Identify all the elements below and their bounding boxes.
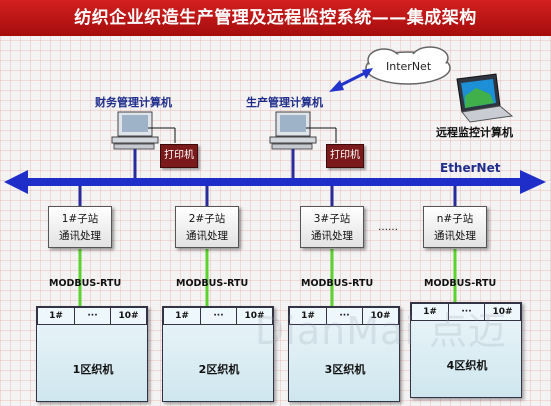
loom-slot-last: 10# <box>237 307 273 325</box>
watermark: DianMai 点迈 <box>255 309 507 353</box>
page-title: 纺织企业织造生产管理及远程监控系统——集成架构 <box>0 0 551 36</box>
more-stations-ellipsis: …… <box>378 222 398 233</box>
substation-name: n#子站 <box>436 213 474 225</box>
loom-slot-last: 10# <box>363 307 399 325</box>
substation-name: 2#子站 <box>188 213 226 225</box>
remote-pc-label: 远程监控计算机 <box>436 126 513 139</box>
protocol-label: MODBUS-RTU <box>49 278 122 289</box>
substation-function: 通讯处理 <box>59 230 101 242</box>
finance-pc-label: 财务管理计算机 <box>95 96 172 109</box>
loom-area-2: 1# ··· 10# 2区织机 <box>162 306 274 402</box>
production-pc-label: 生产管理计算机 <box>246 96 323 109</box>
finance-computer-icon <box>111 111 176 150</box>
loom-slot-last: 10# <box>111 307 147 325</box>
substation-function: 通讯处理 <box>311 230 353 242</box>
loom-slot-ellipsis: ··· <box>327 307 363 325</box>
laptop-icon <box>456 73 514 123</box>
substation-name: 3#子站 <box>313 213 351 225</box>
loom-area-label: 2区织机 <box>198 363 240 376</box>
loom-area-4: 1# ··· 10# 4区织机 <box>410 302 522 398</box>
protocol-label: MODBUS-RTU <box>424 278 497 289</box>
ethernet-bus <box>4 170 546 194</box>
loom-area-label: 1区织机 <box>72 363 114 376</box>
protocol-label: MODBUS-RTU <box>301 278 374 289</box>
loom-area-1: 1# ··· 10# 1区织机 <box>36 306 148 402</box>
ethernet-label: EtherNet <box>440 161 501 175</box>
substation-3: 3#子站 通讯处理 <box>300 206 364 248</box>
loom-slot-last: 10# <box>485 303 521 321</box>
loom-slot-ellipsis: ··· <box>201 307 237 325</box>
internet-label: InterNet <box>386 60 432 73</box>
loom-slot-first: 1# <box>411 303 449 321</box>
internet-link-arrow <box>329 68 373 92</box>
loom-slot-first: 1# <box>289 307 327 325</box>
production-computer-icon <box>269 111 337 150</box>
protocol-label: MODBUS-RTU <box>176 278 249 289</box>
substation-function: 通讯处理 <box>434 230 476 242</box>
internet-cloud-icon <box>365 46 451 85</box>
substation-name: 1#子站 <box>61 213 99 225</box>
substation-2: 2#子站 通讯处理 <box>175 206 239 248</box>
loom-area-3: 1# ··· 10# 3区织机 <box>288 306 400 402</box>
substation-1: 1#子站 通讯处理 <box>48 206 112 248</box>
production-printer: 打印机 <box>326 144 364 168</box>
loom-slot-ellipsis: ··· <box>449 303 485 321</box>
loom-slot-first: 1# <box>37 307 75 325</box>
loom-slot-first: 1# <box>163 307 201 325</box>
substation-n: n#子站 通讯处理 <box>423 206 487 248</box>
substation-function: 通讯处理 <box>186 230 228 242</box>
finance-printer: 打印机 <box>160 144 198 168</box>
loom-area-label: 3区织机 <box>324 363 366 376</box>
loom-slot-ellipsis: ··· <box>75 307 111 325</box>
loom-area-label: 4区织机 <box>446 359 488 372</box>
